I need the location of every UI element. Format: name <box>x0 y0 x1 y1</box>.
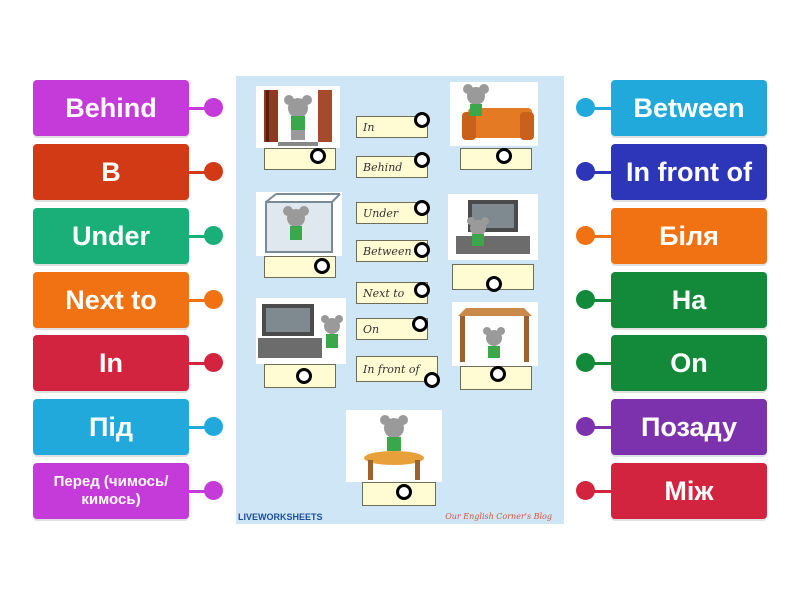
drop-target[interactable] <box>414 112 430 128</box>
card-next-to[interactable]: Next to <box>33 272 189 328</box>
picture-mouse-next-to-tv <box>256 298 346 364</box>
word-next-to: Next to <box>356 282 428 304</box>
card-between[interactable]: Between <box>611 80 767 136</box>
card-bilya[interactable]: Біля <box>611 208 767 264</box>
connector-dot[interactable] <box>204 353 223 372</box>
word-behind: Behind <box>356 156 428 178</box>
card-behind[interactable]: Behind <box>33 80 189 136</box>
blog-credit: Our English Corner's Blog <box>445 512 552 521</box>
connector-stem <box>588 171 612 174</box>
connector-dot[interactable] <box>204 226 223 245</box>
mouse-next-to-tv-icon <box>258 304 343 358</box>
worksheet-image: In Behind Under Between Next to On In fr… <box>236 76 564 524</box>
picture-mouse-under-table <box>452 302 538 366</box>
drop-target[interactable] <box>310 148 326 164</box>
connector-stem <box>588 235 612 238</box>
connector-dot[interactable] <box>576 98 595 117</box>
card-na[interactable]: На <box>611 272 767 328</box>
connector-dot[interactable] <box>576 162 595 181</box>
card-in-front-of[interactable]: In front of <box>611 144 767 200</box>
drop-target[interactable] <box>314 258 330 274</box>
connector-stem <box>588 299 612 302</box>
drop-target[interactable] <box>296 368 312 384</box>
connector-stem <box>189 107 213 110</box>
card-v[interactable]: В <box>33 144 189 200</box>
drop-target[interactable] <box>414 282 430 298</box>
word-between: Between <box>356 240 428 262</box>
connector-dot[interactable] <box>576 481 595 500</box>
mouse-in-box-icon <box>265 193 341 253</box>
card-mizh[interactable]: Між <box>611 463 767 519</box>
mouse-on-sofa-icon <box>462 84 534 140</box>
drop-target[interactable] <box>486 276 502 292</box>
mouse-in-front-of-tv-icon <box>456 200 530 254</box>
liveworksheets-logo: LIVEWORKSHEETS <box>238 512 323 522</box>
connector-stem <box>189 235 213 238</box>
drop-target[interactable] <box>414 152 430 168</box>
connector-stem <box>189 299 213 302</box>
connector-stem <box>189 362 213 365</box>
word-in: In <box>356 116 428 138</box>
mouse-under-table-icon <box>458 308 532 362</box>
connector-stem <box>189 426 213 429</box>
picture-mouse-on-stool <box>346 410 442 482</box>
connector-dot[interactable] <box>576 226 595 245</box>
card-pid[interactable]: Під <box>33 399 189 455</box>
mouse-between-books-icon <box>264 90 332 146</box>
picture-mouse-on-sofa <box>450 82 538 146</box>
drop-target[interactable] <box>496 148 512 164</box>
card-pered[interactable]: Перед (чимось/кимось) <box>33 463 189 519</box>
connector-stem <box>588 426 612 429</box>
word-in-front-of: In front of <box>356 356 438 382</box>
connector-dot[interactable] <box>204 290 223 309</box>
drop-target[interactable] <box>396 484 412 500</box>
card-in[interactable]: In <box>33 335 189 391</box>
drop-target[interactable] <box>412 316 428 332</box>
connector-dot[interactable] <box>576 290 595 309</box>
drop-target[interactable] <box>414 200 430 216</box>
connector-dot[interactable] <box>204 481 223 500</box>
word-under: Under <box>356 202 428 224</box>
connector-dot[interactable] <box>576 417 595 436</box>
connector-stem <box>189 490 213 493</box>
drop-target[interactable] <box>490 366 506 382</box>
card-under[interactable]: Under <box>33 208 189 264</box>
connector-dot[interactable] <box>576 353 595 372</box>
connector-stem <box>189 171 213 174</box>
picture-mouse-in-front-of-tv <box>448 194 538 260</box>
connector-dot[interactable] <box>204 417 223 436</box>
mouse-on-stool-icon <box>364 415 424 480</box>
drop-target[interactable] <box>424 372 440 388</box>
word-on: On <box>356 318 428 340</box>
picture-mouse-in-box <box>256 192 342 256</box>
card-pozadu[interactable]: Позаду <box>611 399 767 455</box>
connector-dot[interactable] <box>204 98 223 117</box>
connector-stem <box>588 107 612 110</box>
card-on[interactable]: On <box>611 335 767 391</box>
connector-stem <box>588 362 612 365</box>
picture-mouse-between-books <box>256 86 340 148</box>
connector-dot[interactable] <box>204 162 223 181</box>
drop-target[interactable] <box>414 242 430 258</box>
connector-stem <box>588 490 612 493</box>
